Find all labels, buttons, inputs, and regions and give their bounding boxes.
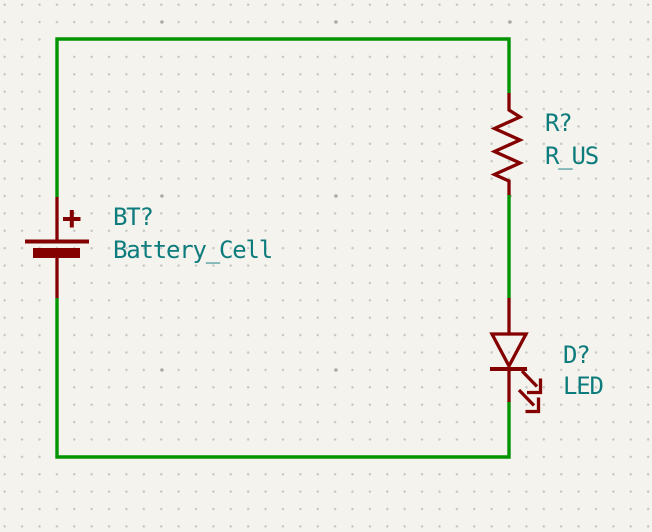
led-emission-arrow-icon bbox=[517, 369, 543, 414]
battery-plus-icon bbox=[63, 210, 81, 228]
led-symbol[interactable] bbox=[489, 298, 543, 414]
resistor-zigzag[interactable] bbox=[490, 93, 525, 195]
wire-led-to-battery[interactable] bbox=[55, 298, 511, 459]
wire-battery-to-resistor[interactable] bbox=[55, 37, 511, 197]
led-triangle[interactable] bbox=[489, 332, 529, 370]
resistor-value-field[interactable]: R_US bbox=[545, 142, 599, 170]
wires bbox=[55, 37, 511, 459]
led-value-field[interactable]: LED bbox=[563, 372, 604, 400]
resistor-symbol[interactable] bbox=[490, 93, 525, 195]
resistor-reference-field[interactable]: R? bbox=[545, 109, 573, 137]
battery-value-field[interactable]: Battery_Cell bbox=[113, 236, 273, 264]
battery-symbol[interactable] bbox=[25, 197, 89, 298]
led-reference-field[interactable]: D? bbox=[563, 341, 591, 369]
battery-reference-field[interactable]: BT? bbox=[113, 203, 154, 231]
